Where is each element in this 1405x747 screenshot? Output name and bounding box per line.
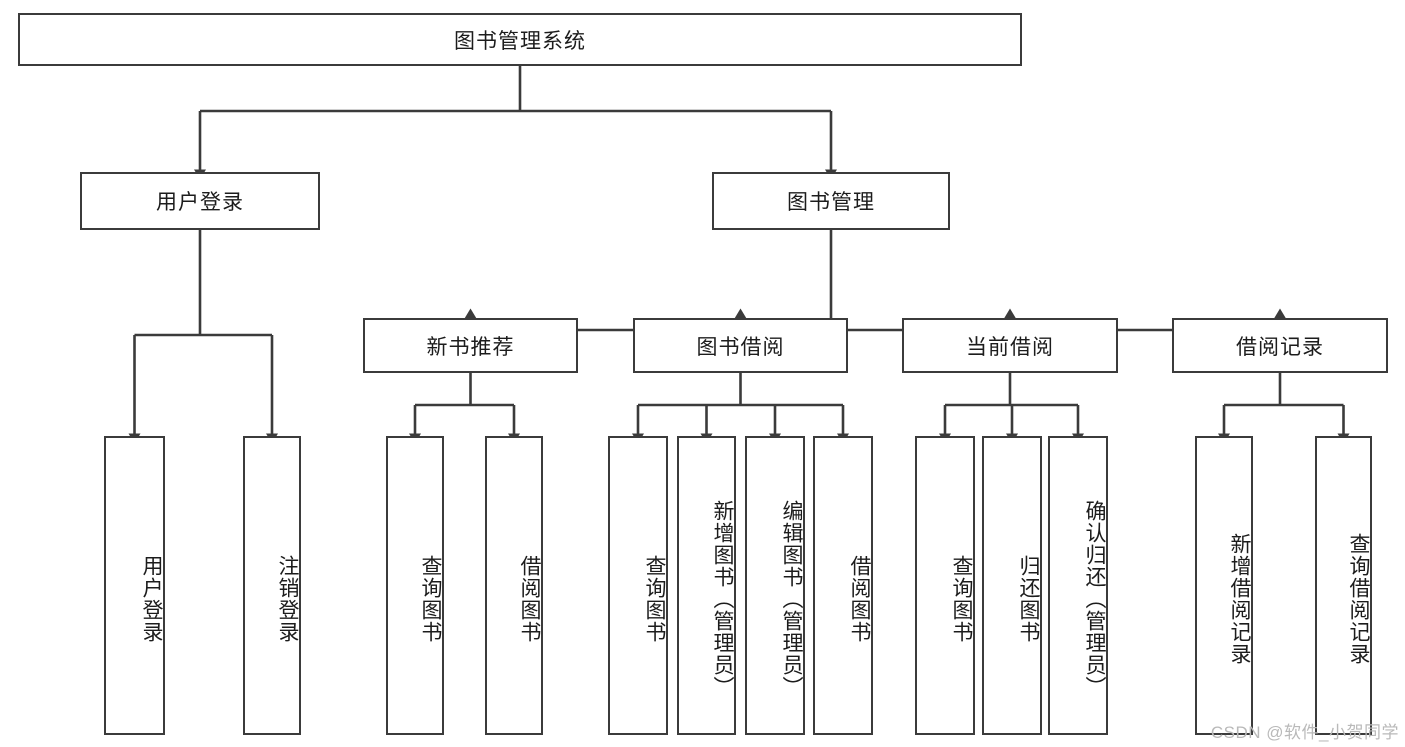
node-current-borrow-label: 当前借阅 [966,335,1054,359]
node-book-management-label: 图书管理 [787,191,875,214]
node-book-borrow[interactable]: 图书借阅 [633,318,848,373]
node-current-borrow[interactable]: 当前借阅 [902,318,1118,373]
leaf-user-login[interactable]: 用户登录 [104,436,165,735]
node-root[interactable]: 图书管理系统 [18,13,1022,66]
leaf-borrow-book[interactable]: 借阅图书 [813,436,873,735]
leaf-query-borrow-record-label: 查询借阅记录 [1347,532,1370,665]
leaf-edit-book-admin-label: 编辑图书（管理员） [780,499,803,698]
leaf-query-borrow-record[interactable]: 查询借阅记录 [1315,436,1372,735]
leaf-confirm-return-admin[interactable]: 确认归还（管理员） [1048,436,1108,735]
leaf-query-book-current[interactable]: 查询图书 [915,436,975,735]
leaf-add-borrow-record-label: 新增借阅记录 [1228,532,1251,665]
leaf-add-borrow-record[interactable]: 新增借阅记录 [1195,436,1253,735]
node-user-login[interactable]: 用户登录 [80,172,320,230]
node-borrow-records-label: 借阅记录 [1236,335,1324,359]
node-user-login-label: 用户登录 [156,191,244,214]
leaf-edit-book-admin[interactable]: 编辑图书（管理员） [745,436,805,735]
leaf-user-logout-label: 注销登录 [276,554,299,643]
leaf-borrow-book-label: 借阅图书 [848,554,871,643]
leaf-confirm-return-admin-label: 确认归还（管理员） [1083,499,1106,698]
watermark: CSDN @软件_小贺同学 [1210,723,1399,742]
leaf-add-book-admin[interactable]: 新增图书（管理员） [677,436,736,735]
leaf-user-logout[interactable]: 注销登录 [243,436,301,735]
node-borrow-records[interactable]: 借阅记录 [1172,318,1388,373]
leaf-query-book-current-label: 查询图书 [950,554,973,643]
leaf-return-book[interactable]: 归还图书 [982,436,1042,735]
node-book-management[interactable]: 图书管理 [712,172,950,230]
node-root-label: 图书管理系统 [454,29,586,53]
node-new-book-recommend-label: 新书推荐 [426,335,515,359]
leaf-query-book-borrow[interactable]: 查询图书 [608,436,668,735]
leaf-user-login-label: 用户登录 [140,554,163,643]
leaf-add-book-admin-label: 新增图书（管理员） [711,499,734,698]
node-book-borrow-label: 图书借阅 [696,335,785,359]
leaf-query-book-recommend[interactable]: 查询图书 [386,436,444,735]
leaf-borrow-book-recommend-label: 借阅图书 [518,554,541,643]
leaf-return-book-label: 归还图书 [1017,554,1040,643]
leaf-query-book-recommend-label: 查询图书 [419,554,442,643]
node-new-book-recommend[interactable]: 新书推荐 [363,318,578,373]
leaf-borrow-book-recommend[interactable]: 借阅图书 [485,436,543,735]
leaf-query-book-borrow-label: 查询图书 [643,554,666,643]
